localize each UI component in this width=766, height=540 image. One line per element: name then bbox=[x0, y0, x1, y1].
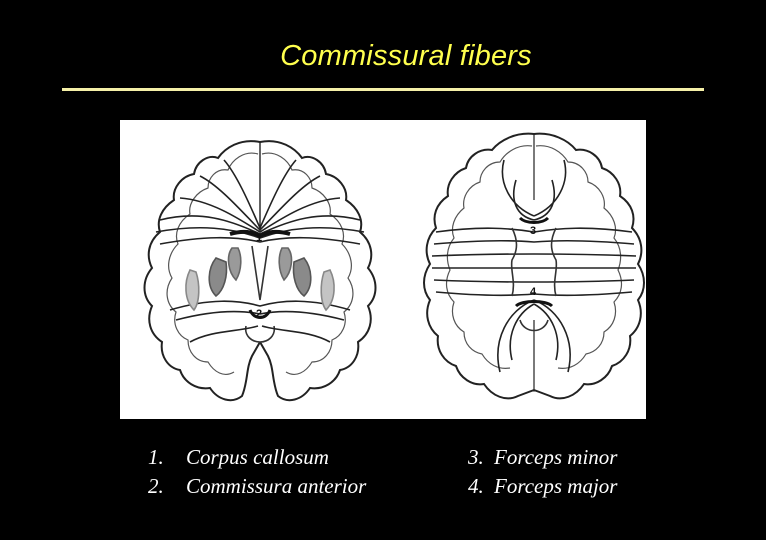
legend-number: 3. bbox=[468, 445, 484, 469]
legend-item-commissura-anterior: 2. Commissura anterior bbox=[148, 472, 366, 501]
label-1: 1 bbox=[256, 232, 262, 244]
legend-left: 1. Corpus callosum 2. Commissura anterior bbox=[148, 443, 366, 501]
legend-item-forceps-minor: 3. Forceps minor bbox=[468, 443, 617, 472]
legend-text: Forceps minor bbox=[494, 445, 618, 469]
brain-sections-figure: 1 2 bbox=[120, 120, 646, 419]
label-4: 4 bbox=[530, 286, 537, 298]
legend-right: 3. Forceps minor 4. Forceps major bbox=[468, 443, 617, 501]
legend-item-corpus-callosum: 1. Corpus callosum bbox=[148, 443, 366, 472]
legend-text: Forceps major bbox=[494, 474, 618, 498]
legend-number: 1. bbox=[148, 445, 164, 469]
brain-illustration: 1 2 bbox=[143, 132, 645, 402]
legend-number: 2. bbox=[148, 474, 164, 498]
legend-item-forceps-major: 4. Forceps major bbox=[468, 472, 617, 501]
title-divider bbox=[62, 88, 704, 91]
label-2: 2 bbox=[256, 308, 262, 320]
coronal-section bbox=[143, 140, 377, 402]
axial-section bbox=[423, 132, 645, 400]
legend-text: Commissura anterior bbox=[186, 474, 367, 498]
slide-title: Commissural fibers bbox=[280, 40, 532, 72]
label-3: 3 bbox=[530, 225, 536, 237]
legend-text: Corpus callosum bbox=[186, 445, 329, 469]
legend-number: 4. bbox=[468, 474, 484, 498]
